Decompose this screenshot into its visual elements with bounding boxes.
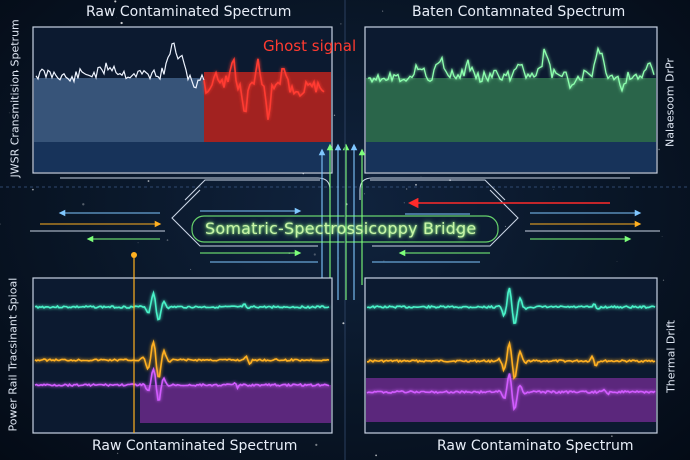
spectrum-trace — [35, 42, 205, 89]
star — [406, 188, 408, 190]
bridge-label: Somatric-Spectrossicoppy Bridge — [205, 219, 477, 238]
star — [114, 0, 117, 3]
panel-top-right — [364, 26, 658, 174]
trace-violet — [34, 366, 330, 401]
marker-dot — [131, 252, 137, 258]
star — [120, 21, 123, 25]
star — [611, 435, 613, 437]
star — [340, 23, 342, 25]
star — [375, 454, 377, 457]
star — [166, 239, 169, 241]
trace-amber — [34, 339, 330, 378]
star — [12, 141, 15, 144]
side-label-top-left: JWSR Cransmitision Spetrum — [8, 19, 22, 178]
fill-region — [34, 78, 204, 142]
title-top-left: Raw Contaminated Spectrum — [86, 4, 292, 20]
star — [363, 193, 365, 195]
trace-violet — [366, 373, 656, 411]
trace-amber — [367, 340, 656, 380]
spectrum-trace — [367, 46, 655, 93]
trace-cyan — [366, 287, 656, 325]
star — [190, 268, 192, 270]
star — [504, 225, 506, 227]
trace-cyan — [34, 290, 330, 321]
title-bottom-right: Raw Contaminato Spectrum — [437, 438, 634, 454]
star — [658, 148, 660, 151]
fill-region — [366, 78, 656, 142]
star — [147, 180, 150, 182]
title-bottom-left: Raw Contaminated Spectrum — [92, 438, 298, 454]
star — [383, 260, 385, 262]
star — [116, 452, 119, 455]
star — [315, 443, 318, 446]
panel-top-left — [32, 26, 333, 174]
star — [8, 112, 10, 114]
star — [305, 232, 307, 234]
ghost-signal-label: Ghost signal — [263, 37, 357, 55]
star — [420, 176, 422, 178]
panel-bottom-left — [32, 252, 333, 434]
title-top-right: Baten Contamnated Spectrum — [412, 4, 626, 20]
star — [553, 189, 555, 190]
star — [31, 188, 34, 191]
star — [183, 439, 185, 441]
side-label-bottom-right: Thermal Drift — [664, 320, 678, 393]
star — [116, 16, 117, 18]
star — [333, 114, 336, 116]
star — [455, 228, 458, 231]
star — [415, 183, 417, 186]
star — [616, 261, 618, 262]
star — [15, 70, 18, 72]
side-label-top-right: Nalaesoom DrPr — [663, 58, 677, 147]
star — [662, 279, 665, 281]
star — [137, 242, 139, 244]
baseline-band — [34, 142, 331, 172]
ghost-signal-trace — [203, 56, 325, 120]
star — [227, 12, 229, 14]
baseline-band — [366, 142, 656, 172]
star — [313, 253, 316, 256]
panel-bottom-right — [364, 277, 658, 434]
star — [82, 203, 85, 206]
side-label-bottom-left: Power Rail Tracsinant Spioal — [6, 277, 20, 432]
star — [382, 10, 384, 12]
star — [342, 322, 345, 325]
star — [661, 236, 663, 237]
fill-region — [140, 385, 331, 423]
star — [0, 223, 1, 225]
star — [403, 202, 405, 204]
